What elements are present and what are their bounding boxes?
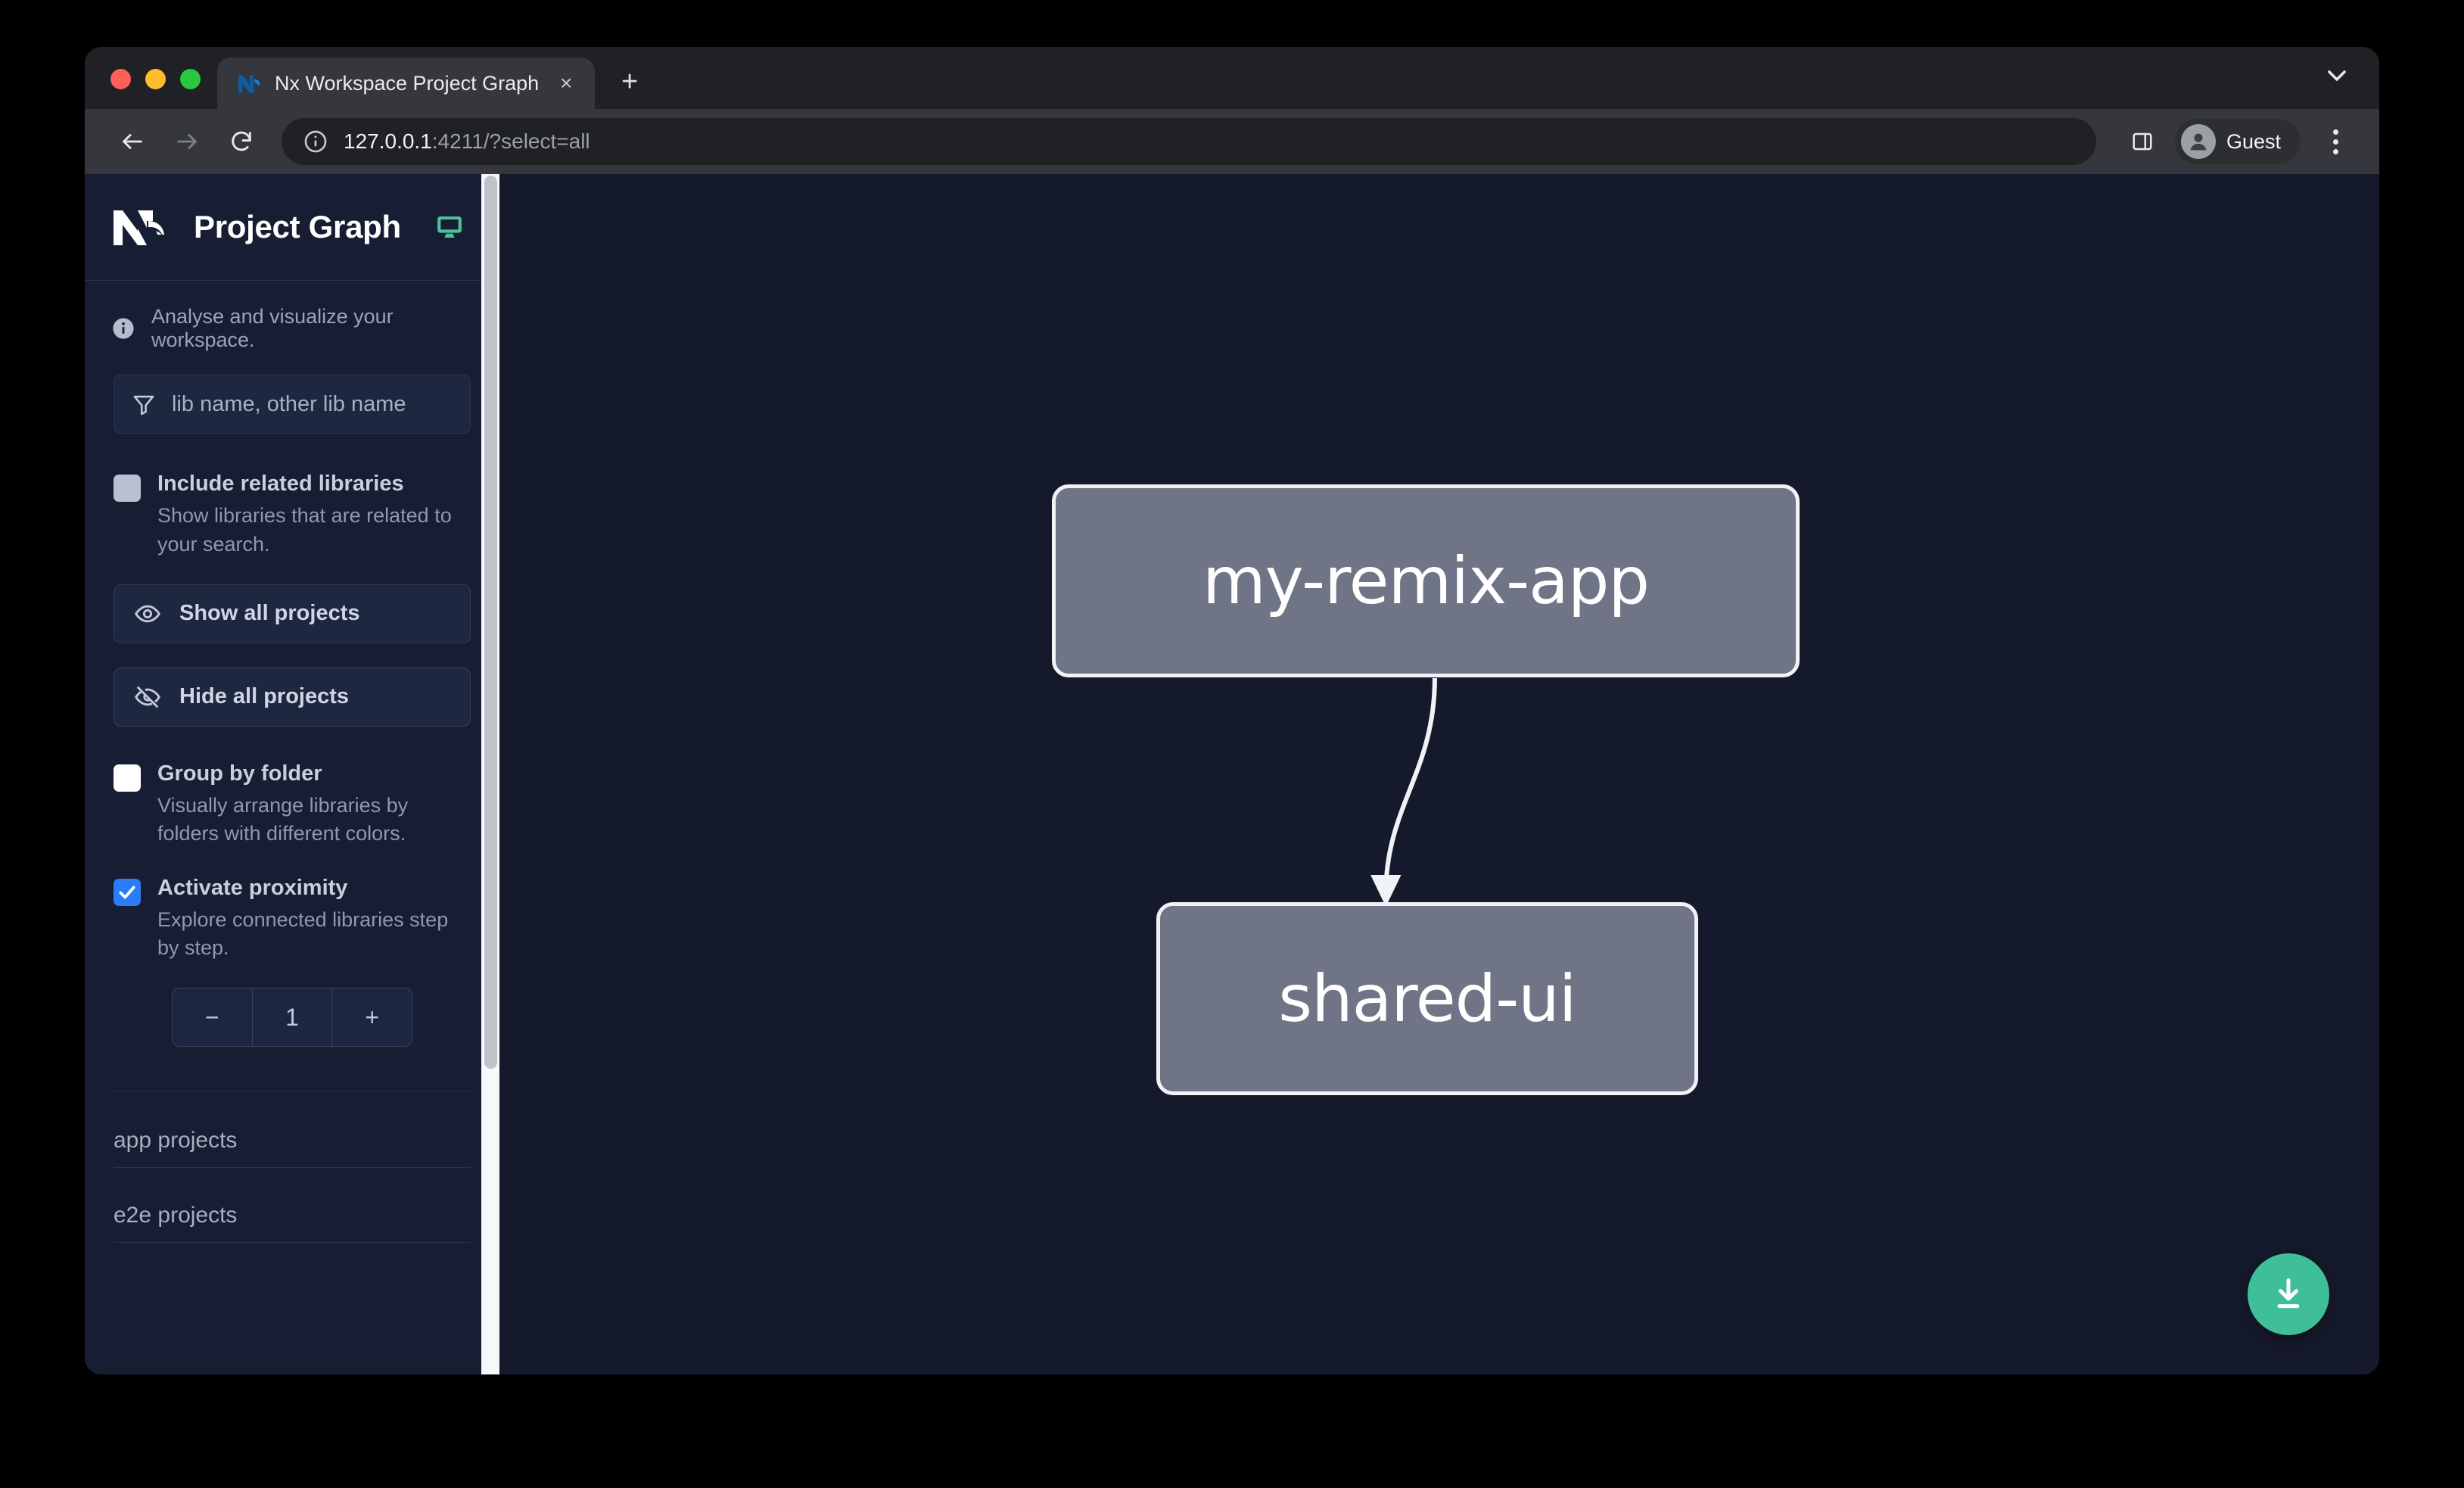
sidebar-section-app-projects[interactable]: app projects bbox=[114, 1091, 471, 1169]
option-label: Activate proximity bbox=[157, 875, 348, 900]
maximize-window-button[interactable] bbox=[180, 69, 201, 89]
stepper-increment-button[interactable]: + bbox=[365, 1003, 380, 1031]
hide-all-projects-button[interactable]: Hide all projects bbox=[114, 667, 471, 727]
edge-my-remix-app-to-shared-ui bbox=[1383, 677, 1437, 894]
nx-logo bbox=[114, 210, 164, 245]
sidebar-note: Analyse and visualize your workspace. bbox=[85, 281, 499, 375]
reload-icon bbox=[232, 131, 251, 151]
info-circle-icon[interactable] bbox=[303, 129, 328, 154]
browser-tab[interactable]: Nx Workspace Project Graph × bbox=[217, 58, 596, 109]
sidebar-divider bbox=[85, 280, 499, 281]
browser-menu-button[interactable] bbox=[2314, 120, 2357, 163]
back-button[interactable] bbox=[109, 118, 156, 165]
project-graph-canvas[interactable]: my-remix-app shared-ui bbox=[499, 174, 2379, 1374]
funnel-icon bbox=[133, 395, 154, 416]
stepper-decrement-button[interactable]: − bbox=[204, 1003, 219, 1031]
option-text: Group by folder Visually arrange librari… bbox=[157, 760, 471, 848]
eye-icon bbox=[135, 605, 160, 623]
sidebar-section-e2e-projects[interactable]: e2e projects bbox=[114, 1168, 471, 1244]
kebab-dot bbox=[2332, 139, 2338, 145]
sidebar-header: Project Graph bbox=[85, 174, 499, 280]
checkbox-group-by-folder[interactable] bbox=[114, 764, 141, 792]
side-panel-button[interactable] bbox=[2120, 120, 2164, 163]
sidebar-scrollbar[interactable] bbox=[481, 174, 499, 1374]
side-panel-icon bbox=[2133, 132, 2152, 151]
tab-title: Nx Workspace Project Graph bbox=[275, 71, 540, 95]
url-path: :4211/?select=all bbox=[431, 129, 590, 153]
stepper-value: 1 bbox=[251, 988, 333, 1047]
close-icon[interactable]: × bbox=[559, 71, 573, 95]
tab-strip-right bbox=[2322, 61, 2379, 109]
sidebar-scrollbar-thumb[interactable] bbox=[484, 176, 497, 1069]
option-text: Activate proximity Explore connected lib… bbox=[157, 874, 471, 963]
browser-toolbar: 127.0.0.1:4211/?select=all Guest bbox=[85, 109, 2379, 174]
address-bar[interactable]: 127.0.0.1:4211/?select=all bbox=[282, 118, 2096, 165]
graph-edges bbox=[1370, 677, 1437, 907]
profile-button[interactable]: Guest bbox=[2174, 119, 2301, 164]
hide-all-projects-label: Hide all projects bbox=[179, 684, 350, 709]
url-host: 127.0.0.1 bbox=[344, 129, 432, 153]
person-icon bbox=[2190, 133, 2207, 151]
option-group-by-folder[interactable]: Group by folder Visually arrange librari… bbox=[114, 760, 471, 848]
browser-window: Nx Workspace Project Graph × + bbox=[85, 47, 2379, 1374]
download-icon bbox=[2277, 1278, 2300, 1309]
sidebar: Project Graph Analyse and visualize your… bbox=[85, 174, 499, 1374]
reload-button[interactable] bbox=[218, 118, 265, 165]
graph-node-my-remix-app[interactable]: my-remix-app bbox=[1052, 484, 1800, 677]
option-description: Explore connected libraries step by step… bbox=[157, 907, 449, 959]
url-text: 127.0.0.1:4211/?select=all bbox=[344, 129, 590, 154]
close-window-button[interactable] bbox=[110, 69, 131, 89]
kebab-dot bbox=[2332, 148, 2338, 154]
check-icon bbox=[119, 886, 135, 898]
window-traffic-lights bbox=[85, 69, 217, 109]
option-description: Visually arrange libraries by folders wi… bbox=[157, 794, 409, 845]
checkbox-include-related-libraries[interactable] bbox=[114, 475, 141, 502]
toolbar-right-group: Guest bbox=[2120, 119, 2357, 164]
profile-name: Guest bbox=[2226, 129, 2281, 153]
option-activate-proximity[interactable]: Activate proximity Explore connected lib… bbox=[114, 874, 471, 963]
forward-button[interactable] bbox=[163, 118, 210, 165]
search-input[interactable] bbox=[172, 391, 457, 417]
nx-favicon-icon bbox=[238, 75, 260, 93]
proximity-stepper: − 1 + bbox=[172, 988, 412, 1048]
minimize-window-button[interactable] bbox=[145, 69, 166, 89]
option-label: Group by folder bbox=[157, 761, 322, 786]
page-title: Project Graph bbox=[194, 209, 401, 244]
back-arrow-icon bbox=[123, 134, 142, 149]
new-tab-button[interactable]: + bbox=[621, 65, 639, 98]
option-label: Include related libraries bbox=[157, 472, 404, 496]
page-content: Project Graph Analyse and visualize your… bbox=[85, 174, 2379, 1374]
option-include-related-libraries[interactable]: Include related libraries Show libraries… bbox=[114, 470, 471, 559]
option-text: Include related libraries Show libraries… bbox=[157, 470, 471, 559]
graph-node-shared-ui[interactable]: shared-ui bbox=[1156, 902, 1698, 1095]
avatar bbox=[2180, 124, 2216, 159]
chevron-down-icon[interactable] bbox=[2322, 61, 2352, 91]
kebab-dot bbox=[2332, 129, 2338, 135]
download-graph-button[interactable] bbox=[2248, 1253, 2329, 1335]
checkbox-activate-proximity[interactable] bbox=[114, 878, 141, 906]
sidebar-note-text: Analyse and visualize your workspace. bbox=[151, 305, 394, 351]
filter-box[interactable] bbox=[114, 375, 471, 434]
edge-arrowhead-icon bbox=[1370, 875, 1402, 907]
show-all-projects-button[interactable]: Show all projects bbox=[114, 584, 471, 643]
forward-arrow-icon bbox=[177, 134, 197, 149]
eye-off-icon bbox=[135, 686, 160, 708]
option-description: Show libraries that are related to your … bbox=[157, 504, 452, 556]
sidebar-body: Include related libraries Show libraries… bbox=[85, 375, 499, 1048]
show-all-projects-label: Show all projects bbox=[179, 601, 360, 626]
info-icon bbox=[113, 318, 134, 339]
browser-tab-strip: Nx Workspace Project Graph × + bbox=[85, 47, 2379, 109]
monitor-icon[interactable] bbox=[434, 212, 465, 242]
